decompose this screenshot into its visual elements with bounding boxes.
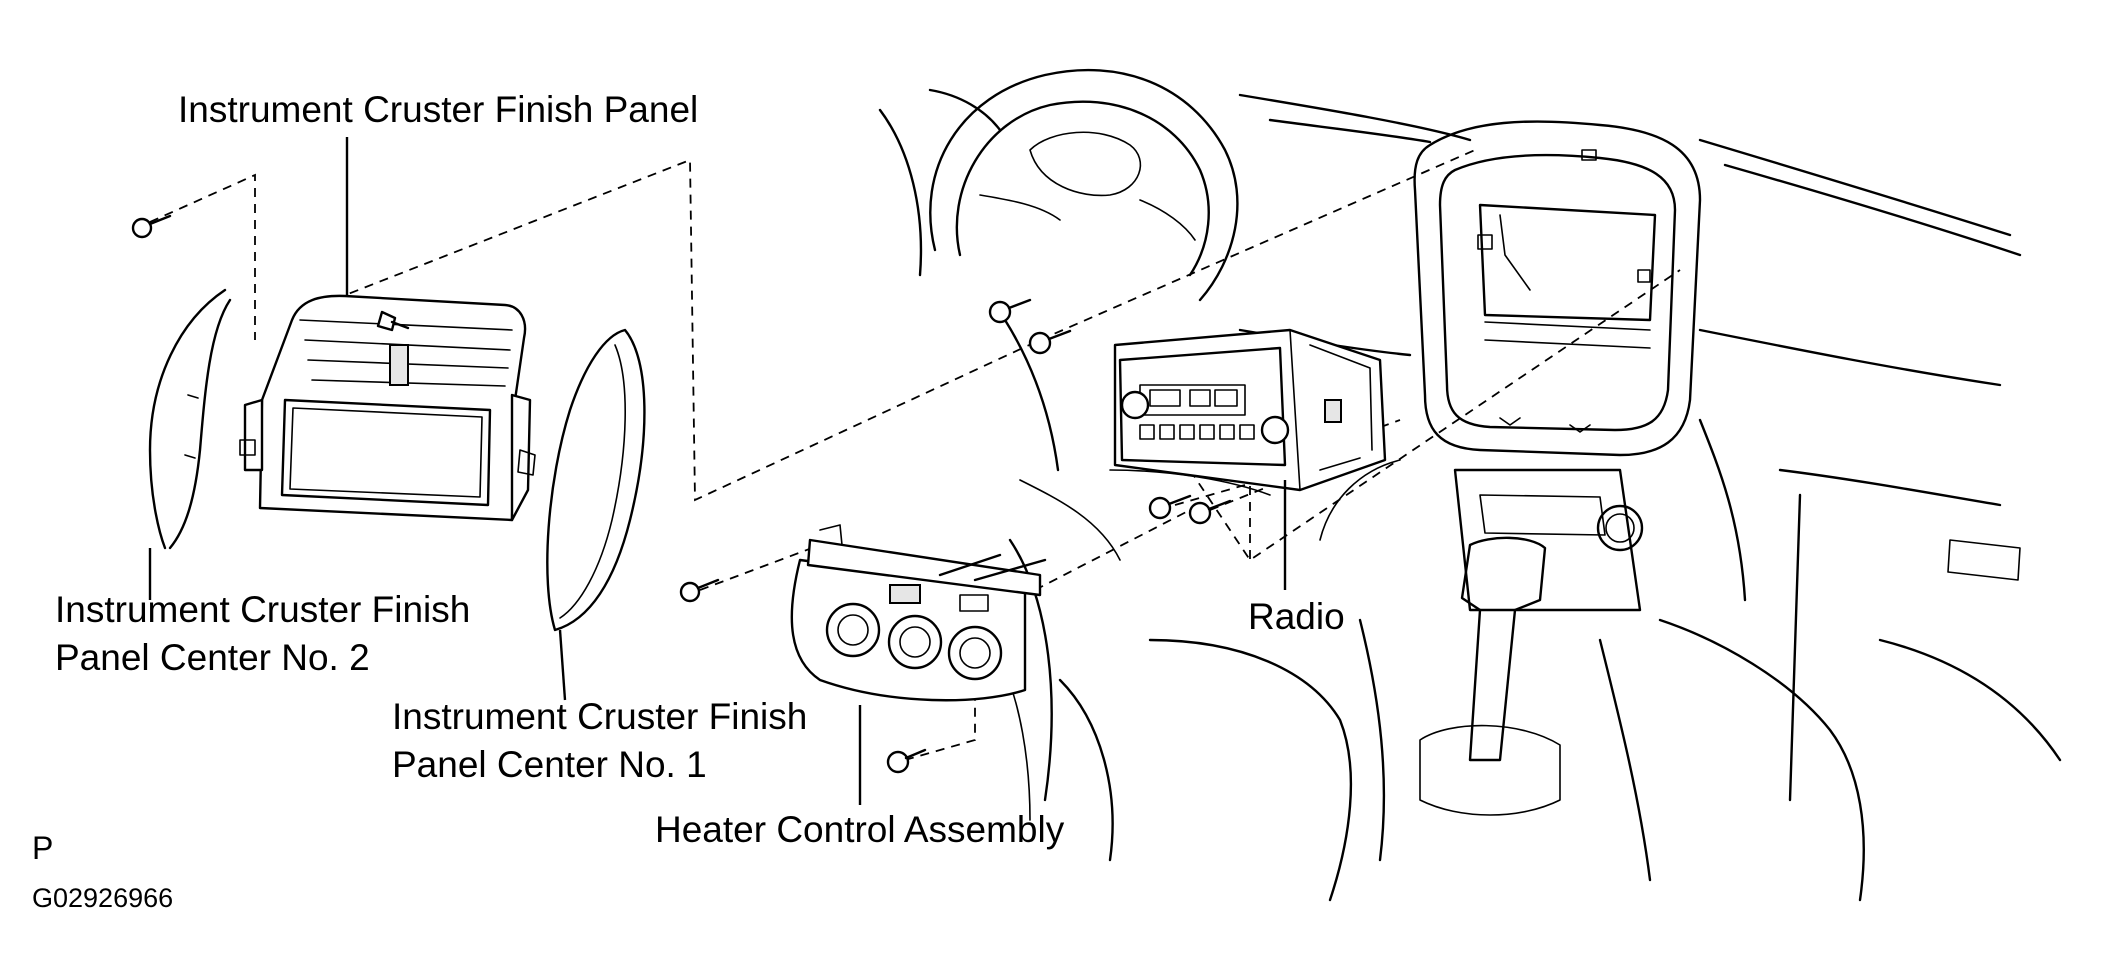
heater-control-unit xyxy=(790,524,1047,702)
label-center-no1-line1: Instrument Cruster Finish xyxy=(392,696,808,737)
dashboard-interior xyxy=(878,68,2062,902)
finish-panel xyxy=(239,294,536,522)
bolt-icon xyxy=(886,748,927,774)
bolt-icon xyxy=(1148,494,1192,520)
center-no1-trim xyxy=(546,328,646,632)
bolt-icons xyxy=(131,214,1232,774)
label-center-no1-line2: Panel Center No. 1 xyxy=(392,744,707,785)
label-heater-control: Heater Control Assembly xyxy=(655,809,1065,850)
bolt-icon xyxy=(988,298,1032,324)
label-center-no2-line2: Panel Center No. 2 xyxy=(55,637,370,678)
label-radio: Radio xyxy=(1248,596,1345,637)
figure-code: G02926966 xyxy=(32,883,174,913)
bolt-icon xyxy=(1028,329,1072,355)
label-finish-panel: Instrument Cruster Finish Panel xyxy=(178,89,699,130)
bolt-icon xyxy=(131,214,172,239)
bolt-icon xyxy=(679,578,720,603)
corner-mark: P xyxy=(32,830,54,866)
leader-lines xyxy=(148,137,1287,805)
center-no2-trim xyxy=(148,288,232,550)
label-center-no2-line1: Instrument Cruster Finish xyxy=(55,589,471,630)
radio-unit xyxy=(1113,328,1387,492)
bolt-icon xyxy=(1188,499,1232,525)
